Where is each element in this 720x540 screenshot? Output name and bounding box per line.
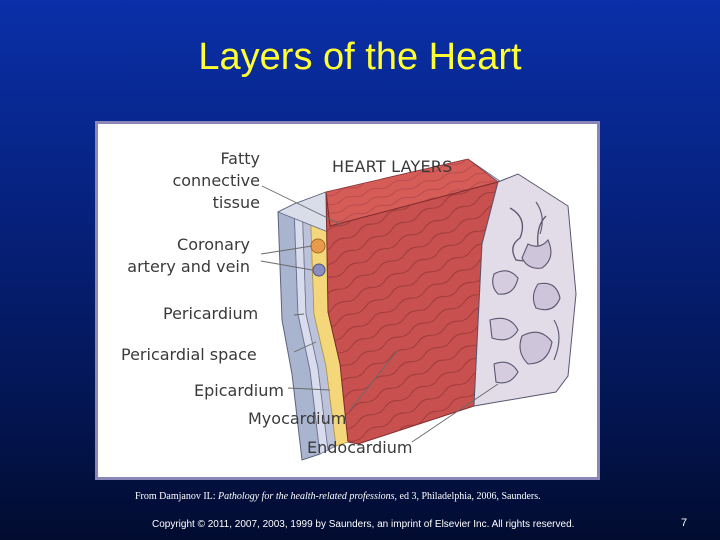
citation-book-title: Pathology for the health-related profess… <box>218 491 395 502</box>
coronary-artery-icon <box>310 238 326 254</box>
label-coronary-line-2: artery and vein <box>127 257 250 276</box>
label-pericardium: Pericardium <box>163 304 259 323</box>
myocardium-layer <box>325 181 499 445</box>
heart-wall-illustration <box>260 158 577 461</box>
label-coronary-line-1: Coronary <box>177 235 250 254</box>
label-fatty-line-2: connective <box>172 171 260 190</box>
label-fatty-line-3: tissue <box>212 193 260 212</box>
label-endocardium: Endocardium <box>307 438 413 457</box>
label-coronary-artery-vein: Coronary artery and vein <box>118 234 250 278</box>
heart-layers-figure: HEART LAYERS Fatty connective tissue Cor… <box>95 121 600 480</box>
slide-title: Layers of the Heart <box>198 36 522 78</box>
label-pericardial-space: Pericardial space <box>121 345 257 364</box>
citation-prefix: From Damjanov IL: <box>135 491 219 502</box>
heart-layers-heading: HEART LAYERS <box>332 157 453 176</box>
copyright-notice: Copyright © 2011, 2007, 2003, 1999 by Sa… <box>152 519 575 530</box>
label-fatty-connective-tissue: Fatty connective tissue <box>162 148 260 214</box>
citation-suffix: , ed 3, Philadelphia, 2006, Saunders. <box>394 491 541 502</box>
label-fatty-line-1: Fatty <box>220 149 260 168</box>
leader-lines <box>260 185 499 443</box>
slide-page-number: 7 <box>681 517 688 529</box>
endocardium-layer <box>473 173 577 407</box>
label-epicardium: Epicardium <box>194 381 284 400</box>
figure-citation: From Damjanov IL: Pathology for the heal… <box>135 491 541 502</box>
coronary-vein-icon <box>312 263 326 277</box>
label-myocardium: Myocardium <box>248 409 347 428</box>
